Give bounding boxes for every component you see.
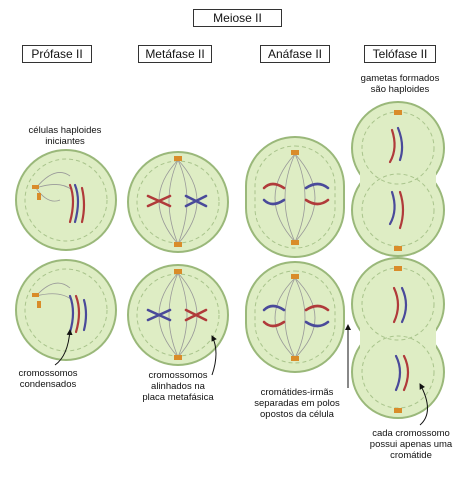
caption-line: são haploides [370,84,430,95]
cell-telophase-top [351,101,445,257]
separated-chromatids [262,182,330,206]
caption-line: alinhados na [151,381,205,392]
centrosome [291,274,299,361]
cell-anaphase-bottom [245,261,345,373]
caption-line: possui apenas uma [369,439,453,450]
caption-metaphase-plate: cromossomos alinhados na placa metafásic… [132,370,224,403]
caption-line: placa metafásica [142,392,214,403]
caption-line: cromátides-irmãs [260,387,334,398]
caption-line: condensados [19,379,77,390]
separated-chromatids [262,304,330,328]
metaphase-chromosomes [146,308,208,322]
chromatids [392,286,410,392]
cell-metaphase-top [127,151,229,253]
caption-line: gametas formados [360,73,440,84]
arrow-metaphase-plate [211,335,217,376]
phase-label-prophase: Prófase II [22,45,92,63]
centrosome [394,266,402,413]
arrow-condensed [54,329,73,366]
phase-label-anaphase: Anáfase II [260,45,330,63]
phase-label-telophase: Telófase II [364,45,436,63]
centrosome [174,156,182,247]
arrow-telophase [419,383,428,426]
centrosome [32,293,41,308]
caption-sister-chromatids: cromátides-irmãs separadas em polos opos… [246,387,348,420]
spindle-fibers [274,153,316,243]
chromosome-pair [68,183,86,224]
centrosome [174,269,182,360]
chromatids [388,126,405,230]
cell-telophase-bottom [351,257,445,419]
caption-line: células haploides [28,125,102,136]
caption-line: cada cromossomo [372,428,450,439]
phase-label-metaphase: Metáfase II [138,45,212,63]
cell-prophase-bottom [15,259,117,361]
caption-condensed-chromosomes: cromossomos condensados [8,368,88,390]
metaphase-chromosomes [146,194,208,208]
centrosome [394,110,402,251]
caption-line: cromátide [390,450,432,461]
spindle-fibers [35,172,73,202]
annotation-arrows [54,324,428,426]
caption-line: cromossomos [148,370,208,381]
caption-line: opostos da célula [260,409,334,420]
centrosome [291,150,299,245]
caption-haploid-cells: células haploides iniciantes [20,125,110,147]
diagram-title: Meiose II [193,9,282,27]
caption-single-chromatid: cada cromossomo possui apenas uma cromát… [362,428,460,461]
cell-anaphase-top [245,136,345,258]
chromosome-pair [68,294,88,334]
cell-prophase-top [15,149,117,251]
spindle-fibers [274,277,316,359]
caption-line: cromossomos [18,368,78,379]
cell-metaphase-bottom [127,264,229,366]
caption-line: separadas em polos [254,398,340,409]
centrosome [32,185,41,200]
caption-gametes-formed: gametas formados são haploides [355,73,445,95]
caption-line: iniciantes [45,136,85,147]
